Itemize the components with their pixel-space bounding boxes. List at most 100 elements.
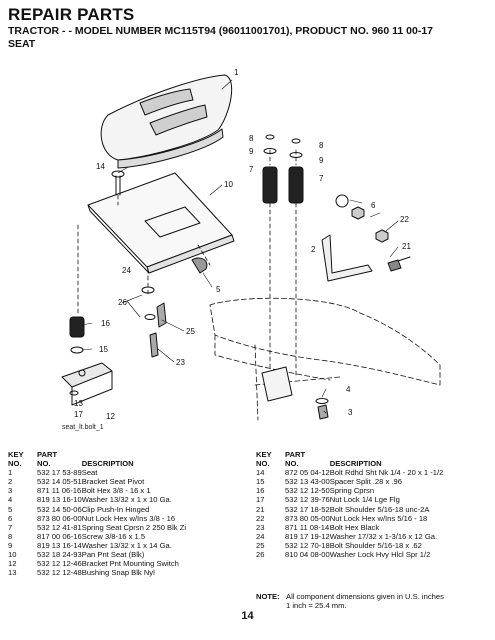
callout-14: 14 (96, 162, 105, 171)
col-desc-header: DESCRIPTION (81, 459, 134, 469)
switch-bracket-12 (61, 362, 113, 406)
clip-5 (191, 257, 208, 274)
callout-24: 24 (122, 266, 131, 275)
model-subtitle: TRACTOR - - MODEL NUMBER MC115T94 (96011… (8, 25, 434, 37)
key-cell: 3 (8, 486, 13, 496)
bolt-21 (387, 256, 411, 272)
callout-3: 3 (348, 408, 353, 417)
description-cell: Bushing Snap Blk Nyl (81, 568, 155, 578)
seat-part (100, 74, 233, 169)
callout-9-left: 9 (249, 147, 254, 156)
description-cell: Spring Cprsn (329, 486, 375, 496)
key-cell: 22 (256, 513, 265, 523)
key-cell: 1 (8, 468, 13, 478)
callout-12: 12 (106, 412, 115, 421)
callout-23: 23 (176, 358, 185, 367)
leader-lines (81, 79, 399, 414)
spring-16 (69, 316, 85, 338)
seat-pan-part (87, 172, 235, 274)
description-cell: Bolt Rdhd Sht Nk 1/4 - 20 x 1 -1/2 (329, 468, 444, 478)
seat-exploded-diagram: 1 2 3 4 5 6 7 7 8 8 9 9 10 12 13 14 15 1… (61, 68, 441, 431)
spring-7-right (288, 166, 304, 204)
part-number-cell: 873 80 05-00 (285, 513, 330, 523)
description-cell: Washer 13/32 x 1 x 10 Ga. (81, 495, 172, 505)
key-cell: 2 (8, 477, 13, 487)
callout-9-right: 9 (319, 156, 324, 165)
callout-26: 26 (118, 298, 127, 307)
callout-5: 5 (216, 285, 221, 294)
part-number-cell: 532 18 24-93 (37, 550, 82, 560)
note-line-2: 1 inch = 25.4 mm. (286, 601, 347, 610)
note-line-1: All component dimensions given in U.S. i… (286, 592, 444, 601)
bolt-25 (156, 302, 167, 328)
callout-21: 21 (402, 242, 411, 251)
part-number-cell: 819 17 19-12 (285, 531, 330, 541)
description-cell: Washer 17/32 x 1-3/16 x 12 Ga. (329, 531, 438, 541)
key-cell: 5 (8, 504, 13, 514)
part-number-cell: 532 17 53-89 (37, 468, 82, 478)
part-number-cell: 532 12 12-48 (37, 568, 82, 578)
key-cell: 24 (256, 531, 265, 541)
callout-22: 22 (400, 215, 409, 224)
part-number-cell: 810 04 08-00 (285, 550, 330, 560)
key-cell: 25 (256, 540, 265, 550)
key-cell: 8 (8, 531, 13, 541)
mount-bracket (261, 366, 293, 402)
col-key-header-2: NO. (8, 459, 22, 469)
washer-24 (141, 286, 155, 294)
page-number: 14 (241, 610, 254, 622)
bushing-13 (69, 390, 79, 396)
diagram-caption: seat_lt.bolt_1 (62, 424, 104, 431)
washer-4 (315, 398, 329, 404)
callout-16: 16 (101, 319, 110, 328)
callout-8-left: 8 (249, 134, 254, 143)
col-desc-header: DESCRIPTION (329, 459, 382, 469)
part-number-cell: 872 05 04-12 (285, 468, 330, 478)
key-cell: 10 (8, 550, 17, 560)
screws-8 (265, 134, 301, 144)
key-cell: 26 (256, 550, 265, 560)
description-cell: Pan Pnt Seat (Blk) (81, 550, 145, 560)
key-cell: 9 (8, 540, 13, 550)
col-part-header: PART (37, 450, 58, 459)
col-key-header: KEY (8, 450, 24, 459)
callout-13: 13 (74, 399, 83, 408)
callout-2: 2 (311, 245, 316, 254)
callout-10: 10 (224, 180, 233, 189)
part-number-cell: 819 13 16-14 (37, 540, 82, 550)
callout-15: 15 (99, 345, 108, 354)
col-part-header-2: NO. (285, 459, 299, 469)
description-cell: Bolt Hex 3/8 - 16 x 1 (81, 486, 151, 496)
key-cell: 7 (8, 522, 13, 532)
description-cell: Washer 13/32 x 1 x 14 Ga. (81, 540, 172, 550)
key-cell: 21 (256, 504, 265, 514)
callout-25: 25 (186, 327, 195, 336)
part-number-cell: 873 80 06-00 (37, 513, 82, 523)
part-number-cell: 532 17 18-52 (285, 504, 330, 514)
callout-4: 4 (346, 385, 351, 394)
key-cell: 12 (8, 559, 17, 569)
callout-7-left: 7 (249, 165, 254, 174)
part-number-cell: 871 11 08-14 (285, 522, 330, 532)
part-number-cell: 532 12 70-18 (285, 540, 330, 550)
description-cell: Nut Lock Hex w/Ins 5/16 - 18 (329, 513, 428, 523)
callout-labels: 1 2 3 4 5 6 7 7 8 8 9 9 10 12 13 14 15 1… (62, 68, 411, 431)
nut-22 (375, 229, 389, 243)
description-cell: Bracket Pnt Mounting Switch (81, 559, 179, 569)
